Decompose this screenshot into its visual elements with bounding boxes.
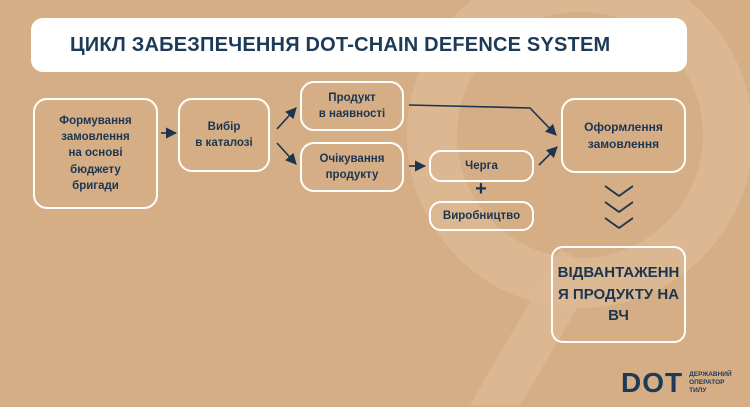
arrow-catalog-to-stock [276, 107, 297, 130]
arrow-stock-to-processing [408, 104, 557, 136]
page-title: ЦИКЛ ЗАБЕЗПЕЧЕННЯ DOT-CHAIN DEFENCE SYST… [70, 34, 611, 56]
title-bar [31, 18, 687, 72]
node-production-text: Виробництво [442, 209, 521, 222]
plus-sign: + [475, 178, 487, 200]
arrow-queue-to-processing [538, 146, 558, 166]
node-production: Виробництво [429, 201, 534, 231]
node-queue-text: Черга [465, 159, 498, 172]
node-queue: Черга [429, 150, 534, 182]
arrow-catalog-to-awaiting [276, 142, 297, 165]
chevron-down-icon [604, 185, 634, 229]
logo-mark: DOT [621, 367, 684, 398]
